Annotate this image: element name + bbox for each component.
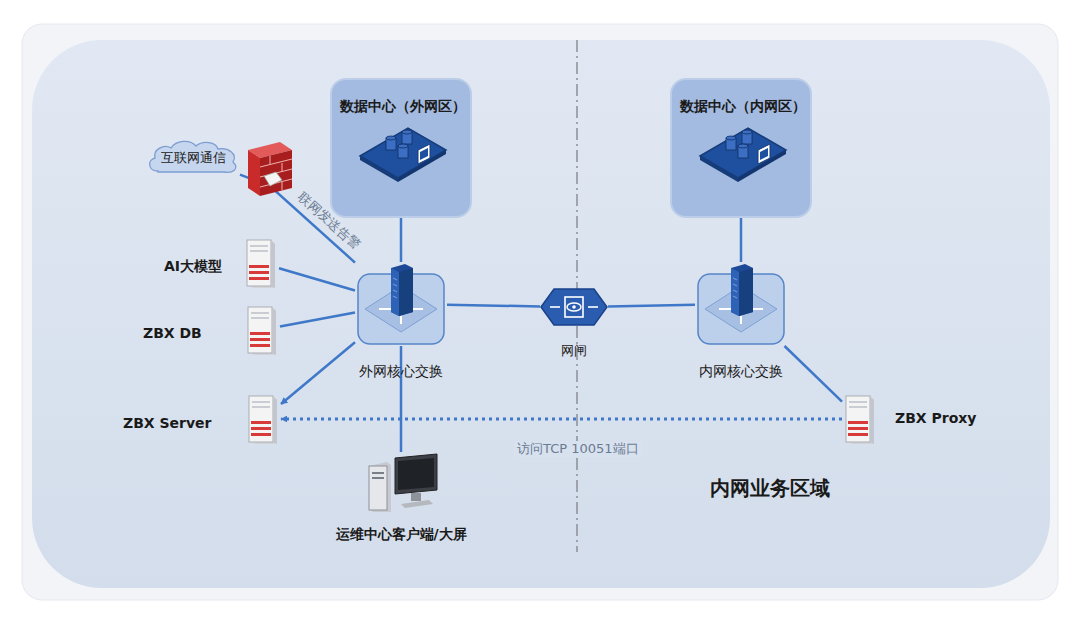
node-label: 网闸 <box>561 343 587 359</box>
node-label: ZBX DB <box>143 325 202 342</box>
panel-title: 数据中心（内网区） <box>680 98 806 115</box>
dotted-connector <box>281 418 842 421</box>
device-node: ZBX Proxy <box>836 388 978 450</box>
device-node: 外网核心交换 <box>336 258 466 384</box>
device-node: 内网核心交换 <box>682 258 812 384</box>
zone-label: 内网业务区域 <box>710 476 830 500</box>
device-node: 运维中心客户端/大屏 <box>326 448 502 550</box>
device-node: ZBX DB <box>130 300 282 360</box>
datacenter-panel: 数据中心（内网区） <box>670 78 812 218</box>
connector <box>785 346 843 402</box>
server-icon <box>244 303 280 357</box>
connector <box>608 305 695 307</box>
node-label: 内网核心交换 <box>699 363 783 380</box>
dc-icon <box>358 122 448 184</box>
node-label: 外网核心交换 <box>359 363 443 380</box>
connector <box>740 218 743 262</box>
node-label: AI大模型 <box>164 258 222 275</box>
connector <box>281 342 355 404</box>
node-label: 互联网通信 <box>161 150 226 166</box>
server-icon <box>243 236 279 290</box>
outer-frame <box>22 24 1058 600</box>
connector <box>400 218 403 262</box>
device-node: 网闸 <box>534 282 614 364</box>
sw-icon <box>695 262 787 346</box>
server-icon <box>842 392 878 446</box>
server-icon <box>245 392 281 446</box>
connector <box>447 305 540 307</box>
device-node: AI大模型 <box>130 232 282 294</box>
node-label: ZBX Proxy <box>895 410 976 427</box>
gate-icon <box>540 286 608 328</box>
dc-icon <box>698 122 788 184</box>
device-node: ZBX Server <box>118 390 284 450</box>
pc-icon <box>361 452 441 514</box>
node-label: 运维中心客户端/大屏 <box>336 526 467 543</box>
connector <box>400 346 403 452</box>
sw-icon <box>355 262 447 346</box>
internet-cloud: 互联网通信 <box>146 138 240 176</box>
edge-label: 访问TCP 10051端口 <box>514 441 642 457</box>
inner-panel <box>32 40 1050 588</box>
connector <box>280 313 355 327</box>
connector <box>279 268 355 290</box>
node-label: ZBX Server <box>123 415 212 432</box>
panel-title: 数据中心（外网区） <box>340 98 466 115</box>
datacenter-panel: 数据中心（外网区） <box>330 78 472 218</box>
firewall-icon <box>248 142 292 196</box>
